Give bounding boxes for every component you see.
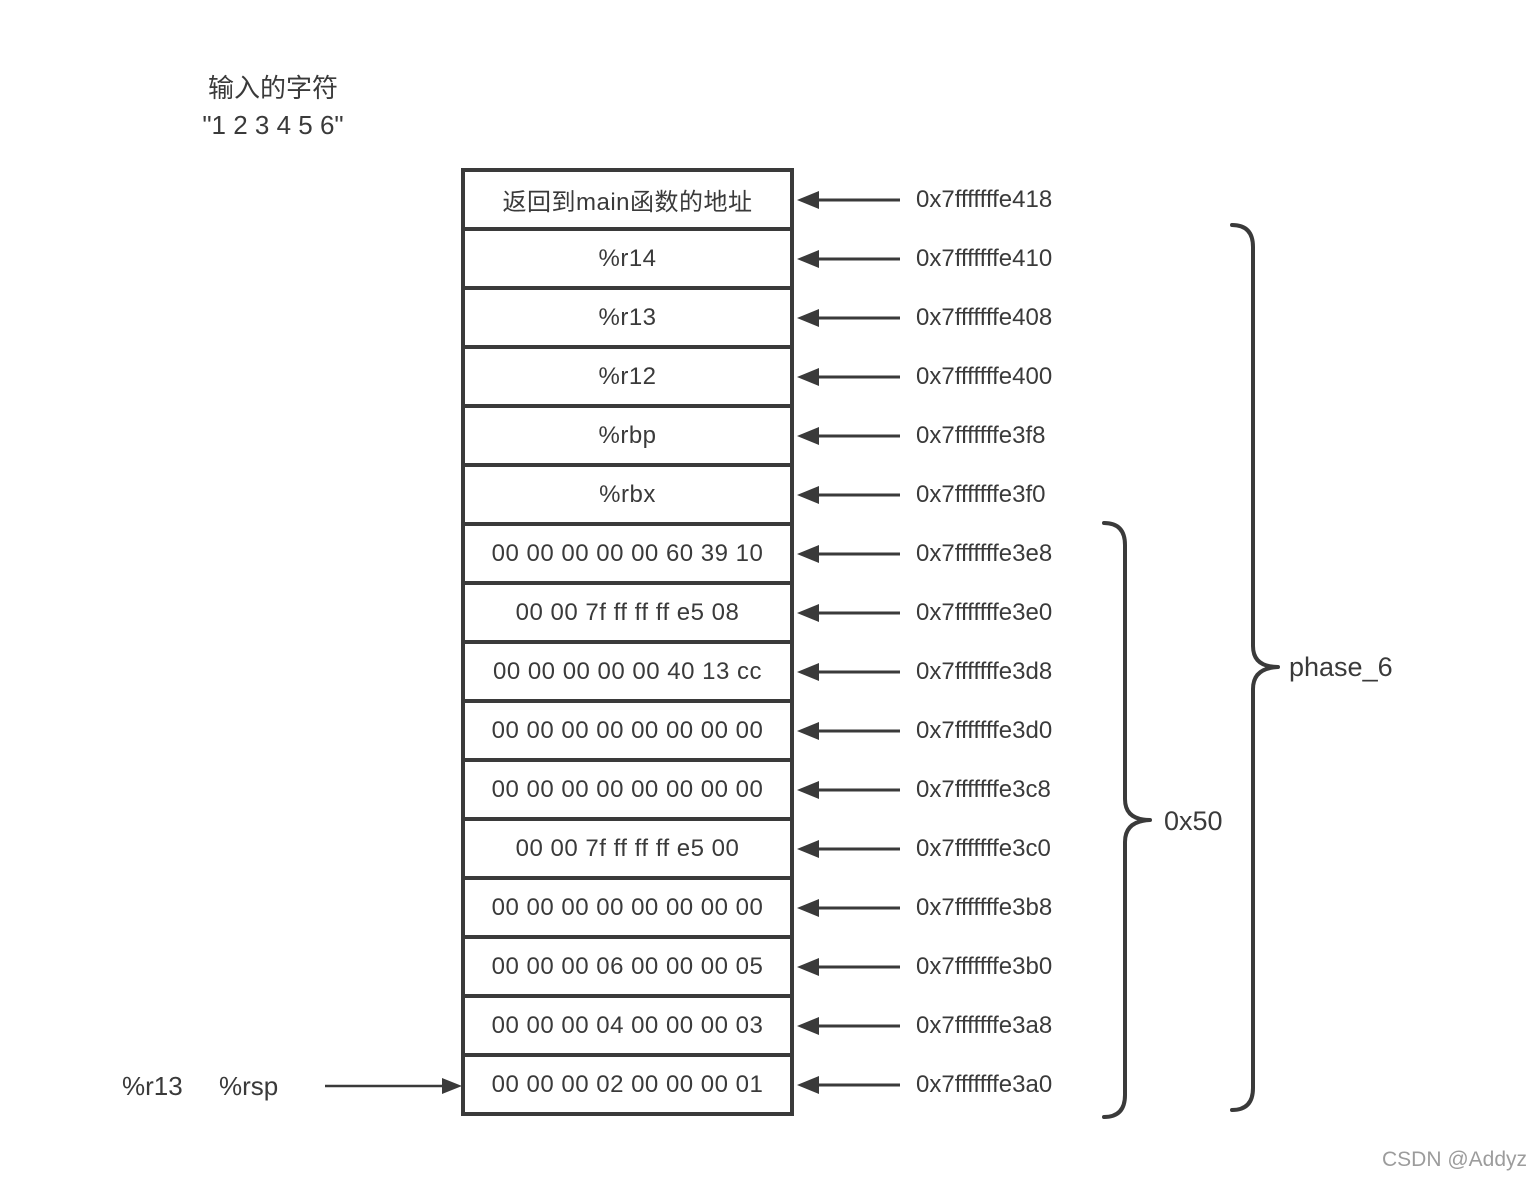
stack-row: 00 00 00 00 00 40 13 cc 0x7fffffffe3d8 <box>461 640 1052 703</box>
stack-row: 返回到main函数的地址 0x7fffffffe418 <box>461 168 1052 231</box>
arrow-left-icon <box>797 1075 900 1094</box>
stack-row: 00 00 00 02 00 00 00 01 0x7fffffffe3a0 <box>461 1053 1052 1116</box>
stack-cell-label: 00 00 00 00 00 00 00 00 <box>491 716 764 744</box>
arrow-left-icon <box>797 308 900 327</box>
stack-cell-label: 00 00 00 06 00 00 00 05 <box>491 952 764 980</box>
stack-cell: 00 00 7f ff ff ff e5 08 <box>461 581 794 644</box>
brace-label-0x50: 0x50 <box>1164 806 1223 836</box>
address-label: 0x7fffffffe400 <box>916 362 1053 390</box>
stack-cell: 00 00 00 00 00 00 00 00 <box>461 876 794 939</box>
stack-cell-label: 00 00 7f ff ff ff e5 08 <box>515 598 740 626</box>
stack-cell-label: 00 00 00 04 00 00 00 03 <box>491 1011 764 1039</box>
address-label: 0x7fffffffe3f0 <box>916 480 1046 508</box>
stack-row: 00 00 00 00 00 60 39 10 0x7fffffffe3e8 <box>461 522 1052 585</box>
stack-cell: 00 00 7f ff ff ff e5 00 <box>461 817 794 880</box>
stack-cell-label: 返回到main函数的地址 <box>502 189 753 216</box>
brace-label-phase-6: phase_6 <box>1289 652 1393 682</box>
stack-cell-label: 00 00 00 00 00 40 13 cc <box>492 657 763 685</box>
address-label: 0x7fffffffe3e8 <box>916 539 1053 567</box>
arrow-left-icon <box>797 367 900 386</box>
stack-cell: 00 00 00 00 00 00 00 00 <box>461 758 794 821</box>
input-annotation-line2: "1 2 3 4 5 6" <box>202 110 344 140</box>
stack-row: %r12 0x7fffffffe400 <box>461 345 1052 408</box>
stack-cell: 00 00 00 00 00 40 13 cc <box>461 640 794 703</box>
stack-cell: %r14 <box>461 227 794 290</box>
stack-cell: %rbp <box>461 404 794 467</box>
stack-row: 00 00 00 00 00 00 00 00 0x7fffffffe3c8 <box>461 758 1052 821</box>
watermark: CSDN @Addyz <box>1382 1148 1526 1171</box>
rsp-arrow <box>325 1078 462 1094</box>
arrow-left-icon <box>797 603 900 622</box>
address-label: 0x7fffffffe3a0 <box>916 1070 1053 1098</box>
arrow-left-icon <box>797 544 900 563</box>
stack-cell-label: 00 00 00 00 00 00 00 00 <box>491 893 764 921</box>
stack-row: 00 00 7f ff ff ff e5 00 0x7fffffffe3c0 <box>461 817 1052 880</box>
stack-cell-label: %r12 <box>598 362 657 390</box>
brace-phase-6 <box>1230 223 1280 1112</box>
r13-pointer-label: %r13 <box>122 1071 183 1101</box>
brace-0x50 <box>1102 521 1152 1119</box>
address-label: 0x7fffffffe3d0 <box>916 716 1053 744</box>
arrow-left-icon <box>797 662 900 681</box>
stack-cell: 00 00 00 04 00 00 00 03 <box>461 994 794 1057</box>
arrow-left-icon <box>797 426 900 445</box>
arrow-left-icon <box>797 485 900 504</box>
input-annotation: 输入的字符 "1 2 3 4 5 6" <box>168 70 378 144</box>
stack-cell: %r13 <box>461 286 794 349</box>
stack-cell-label: 00 00 00 02 00 00 00 01 <box>491 1070 764 1098</box>
address-label: 0x7fffffffe3f8 <box>916 421 1046 449</box>
stack: 返回到main函数的地址 0x7fffffffe418 %r14 0x7ffff… <box>461 168 1052 1116</box>
arrow-left-icon <box>797 780 900 799</box>
stack-cell-label: 00 00 00 00 00 60 39 10 <box>491 539 764 567</box>
address-label: 0x7fffffffe3b0 <box>916 952 1053 980</box>
stack-cell-label: %rbx <box>599 480 656 508</box>
stack-row: 00 00 7f ff ff ff e5 08 0x7fffffffe3e0 <box>461 581 1052 644</box>
address-label: 0x7fffffffe3a8 <box>916 1011 1053 1039</box>
arrow-left-icon <box>797 898 900 917</box>
stack-cell: 00 00 00 00 00 60 39 10 <box>461 522 794 585</box>
address-label: 0x7fffffffe3b8 <box>916 893 1053 921</box>
address-label: 0x7fffffffe410 <box>916 244 1053 272</box>
stack-cell-label: %r13 <box>598 303 657 331</box>
stack-cell: 返回到main函数的地址 <box>461 168 794 231</box>
stack-row: 00 00 00 00 00 00 00 00 0x7fffffffe3d0 <box>461 699 1052 762</box>
stack-row: 00 00 00 06 00 00 00 05 0x7fffffffe3b0 <box>461 935 1052 998</box>
arrow-left-icon <box>797 249 900 268</box>
address-label: 0x7fffffffe3c8 <box>916 775 1051 803</box>
stack-row: %rbx 0x7fffffffe3f0 <box>461 463 1052 526</box>
arrow-left-icon <box>797 957 900 976</box>
address-label: 0x7fffffffe418 <box>916 185 1053 213</box>
stack-row: %rbp 0x7fffffffe3f8 <box>461 404 1052 467</box>
stack-row: %r14 0x7fffffffe410 <box>461 227 1052 290</box>
input-annotation-line1: 输入的字符 <box>207 73 338 103</box>
stack-cell: %rbx <box>461 463 794 526</box>
address-label: 0x7fffffffe3c0 <box>916 834 1051 862</box>
rsp-pointer-label: %rsp <box>219 1071 279 1101</box>
stack-cell-label: 00 00 00 00 00 00 00 00 <box>491 775 764 803</box>
stack-cell-label: %r14 <box>598 244 657 272</box>
stack-row: 00 00 00 00 00 00 00 00 0x7fffffffe3b8 <box>461 876 1052 939</box>
stack-row: 00 00 00 04 00 00 00 03 0x7fffffffe3a8 <box>461 994 1052 1057</box>
stack-cell-label: %rbp <box>598 421 657 449</box>
stack-cell: 00 00 00 00 00 00 00 00 <box>461 699 794 762</box>
stack-cell: 00 00 00 02 00 00 00 01 <box>461 1053 794 1116</box>
stack-row: %r13 0x7fffffffe408 <box>461 286 1052 349</box>
stack-cell: 00 00 00 06 00 00 00 05 <box>461 935 794 998</box>
address-label: 0x7fffffffe3d8 <box>916 657 1053 685</box>
arrow-left-icon <box>797 839 900 858</box>
arrow-left-icon <box>797 721 900 740</box>
stack-cell: %r12 <box>461 345 794 408</box>
stack-cell-label: 00 00 7f ff ff ff e5 00 <box>515 834 740 862</box>
arrow-left-icon <box>797 1016 900 1035</box>
arrow-left-icon <box>797 190 900 209</box>
address-label: 0x7fffffffe3e0 <box>916 598 1053 626</box>
address-label: 0x7fffffffe408 <box>916 303 1053 331</box>
